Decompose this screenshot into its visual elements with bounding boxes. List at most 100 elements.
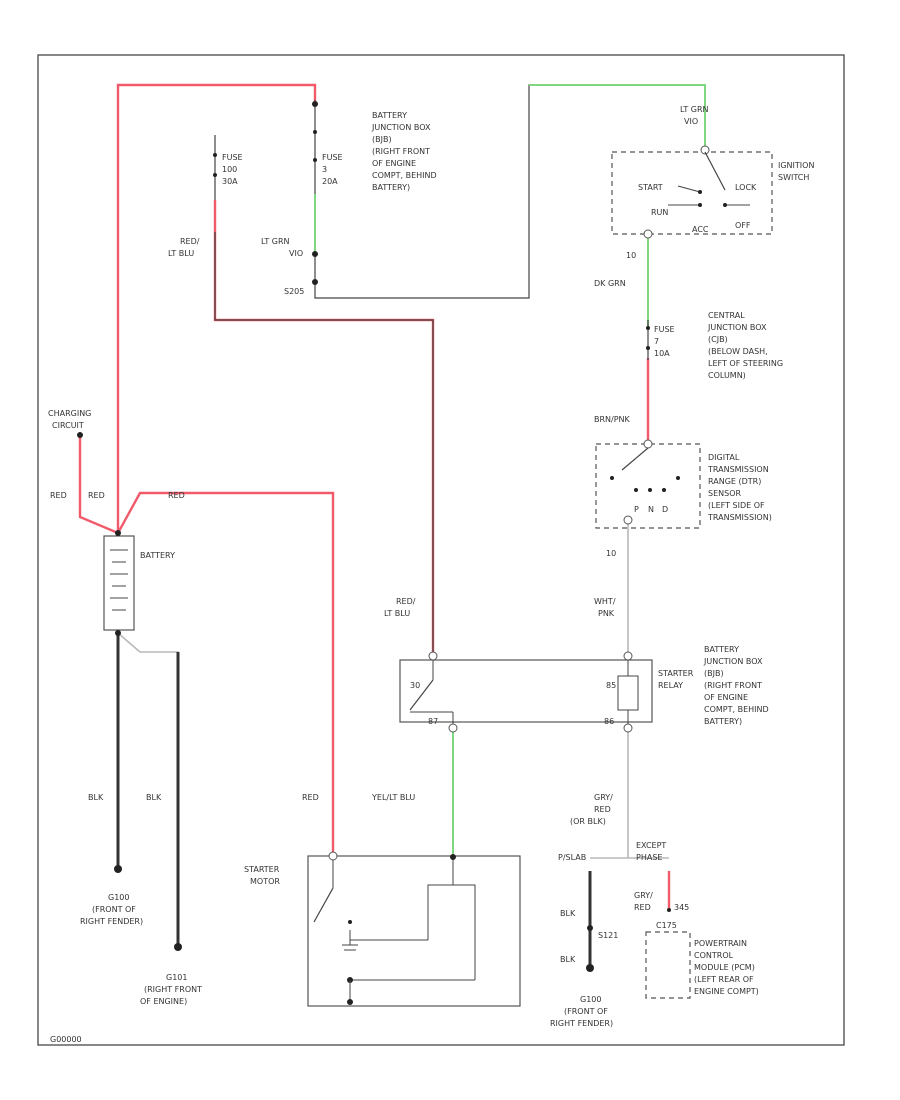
pcm-connector: C175 xyxy=(656,921,677,930)
bjb-relay-l5: OF ENGINE xyxy=(704,693,748,702)
fuse-100 xyxy=(213,135,217,200)
phase-label: P/SLAB xyxy=(558,853,586,862)
ignition-l1: IGNITION xyxy=(778,161,814,170)
fuse-3 xyxy=(312,100,318,285)
charging-circuit-terminal xyxy=(77,432,83,438)
g100b-l2: (FRONT OF xyxy=(564,1007,608,1016)
ignition-start: START xyxy=(638,183,663,192)
wire-label-gry-pcm-b: RED xyxy=(634,903,651,912)
starter-l2: MOTOR xyxy=(250,877,280,886)
dtr-l4: SENSOR xyxy=(708,489,741,498)
pcm-l4: (LEFT REAR OF xyxy=(694,975,754,984)
charging-l1: CHARGING xyxy=(48,409,91,418)
cjb-fuse-l2: 7 xyxy=(654,337,659,346)
wire-s205-ignition-green xyxy=(529,84,706,146)
wire-label-blk-2: BLK xyxy=(146,793,162,802)
dtr-l2: TRANSMISSION xyxy=(707,465,769,474)
pcm-l1: POWERTRAIN xyxy=(694,939,747,948)
wire-fuse100-relay xyxy=(213,232,435,654)
g100b-l3: RIGHT FENDER) xyxy=(550,1019,613,1028)
cjb-l4: (BELOW DASH, xyxy=(708,347,768,356)
wire-label-brn-pnk: BRN/PNK xyxy=(594,415,631,424)
dtr-l3: RANGE (DTR) xyxy=(708,477,761,486)
cjb-fuse-l1: FUSE xyxy=(654,325,675,334)
wire-battery-charging-red xyxy=(78,437,119,535)
diagram-code: G00000 xyxy=(50,1035,82,1044)
ground-g100b-dot xyxy=(586,964,594,972)
fuse3-l2: 3 xyxy=(322,165,327,174)
wire-label-red-ltblu-2b: LT BLU xyxy=(384,609,410,618)
g100-l1: G100 xyxy=(108,893,129,902)
pslab-dot-1 xyxy=(587,925,593,931)
diagram-frame xyxy=(37,54,845,1046)
relay-pin-87: 87 xyxy=(428,717,438,726)
wire-battery-main-red xyxy=(116,83,317,533)
except-l2: PHASE xyxy=(636,853,662,862)
wire-label-red-2: RED xyxy=(88,491,105,500)
bjb-top-l4: (RIGHT FRONT xyxy=(372,147,430,156)
relay-pin-86: 86 xyxy=(604,717,614,726)
dtr-n: N xyxy=(648,505,654,514)
wire-label-red-1: RED xyxy=(50,491,67,500)
pcm-l2: CONTROL xyxy=(694,951,734,960)
bjb-top-l1: BATTERY xyxy=(372,111,407,120)
wire-label-ltgrn-a: LT GRN xyxy=(261,237,290,246)
splice-s121: S121 xyxy=(598,931,618,940)
cjb-l6: COLUMN) xyxy=(708,371,746,380)
pcm-l3: MODULE (PCM) xyxy=(694,963,755,972)
pcm-l5: ENGINE COMPT) xyxy=(694,987,759,996)
fuse3-l3: 20A xyxy=(322,177,338,186)
charging-l2: CIRCUIT xyxy=(52,421,84,430)
splice-s205: S205 xyxy=(284,287,304,296)
ignition-run: RUN xyxy=(651,208,668,217)
ground-g101-dot xyxy=(174,943,182,951)
wire-label-ltgrn-b: LT GRN xyxy=(680,105,709,114)
dtr-p: P xyxy=(634,505,639,514)
starter-relay xyxy=(399,651,653,733)
fuse100-l2: 100 xyxy=(222,165,237,174)
wire-label-blk-3: BLK xyxy=(560,909,576,918)
relay-pin-85: 85 xyxy=(606,681,616,690)
wire-label-red-3: RED xyxy=(168,491,185,500)
dtr-l1: DIGITAL xyxy=(708,453,740,462)
wire-label-gry-c: (OR BLK) xyxy=(570,817,606,826)
dtr-d: D xyxy=(662,505,668,514)
wire-battery-starter-red xyxy=(116,491,335,853)
dtr-l6: TRANSMISSION) xyxy=(707,513,772,522)
fuse-7 xyxy=(646,320,650,360)
bjb-top-l6: COMPT, BEHIND xyxy=(372,171,437,180)
wire-label-red-starter: RED xyxy=(302,793,319,802)
pcm-pin-345: 345 xyxy=(674,903,689,912)
fuse3-l1: FUSE xyxy=(322,153,343,162)
wire-label-wht: WHT/ xyxy=(594,597,616,606)
bjb-relay-l2: JUNCTION BOX xyxy=(703,657,763,666)
g101-l3: OF ENGINE) xyxy=(140,997,187,1006)
wire-label-blk-1: BLK xyxy=(88,793,104,802)
wire-label-red-ltblu-1b: LT BLU xyxy=(168,249,194,258)
pcm-module xyxy=(645,908,691,999)
except-l1: EXCEPT xyxy=(636,841,666,850)
g101-l2: (RIGHT FRONT xyxy=(144,985,202,994)
ignition-lock: LOCK xyxy=(735,183,757,192)
wire-label-red-ltblu-2a: RED/ xyxy=(396,597,416,606)
cjb-l1: CENTRAL xyxy=(708,311,745,320)
ignition-l2: SWITCH xyxy=(778,173,809,182)
cjb-l2: JUNCTION BOX xyxy=(707,323,767,332)
bjb-top-l3: (BJB) xyxy=(372,135,392,144)
g100b-l1: G100 xyxy=(580,995,601,1004)
bjb-top-l5: OF ENGINE xyxy=(372,159,416,168)
pin-10: 10 xyxy=(626,251,636,260)
cjb-l5: LEFT OF STEERING xyxy=(708,359,783,368)
starter-motor xyxy=(307,851,521,1007)
bjb-top-l7: BATTERY) xyxy=(372,183,410,192)
bjb-relay-l4: (RIGHT FRONT xyxy=(704,681,762,690)
dtr-sensor xyxy=(595,439,701,529)
wire-label-pnk: PNK xyxy=(598,609,615,618)
fuse100-l3: 30A xyxy=(222,177,238,186)
wire-label-yel-ltblu: YEL/LT BLU xyxy=(371,793,415,802)
fuse100-l1: FUSE xyxy=(222,153,243,162)
pin-10b: 10 xyxy=(606,549,616,558)
battery xyxy=(103,530,135,636)
wire-label-gry-b: RED xyxy=(594,805,611,814)
